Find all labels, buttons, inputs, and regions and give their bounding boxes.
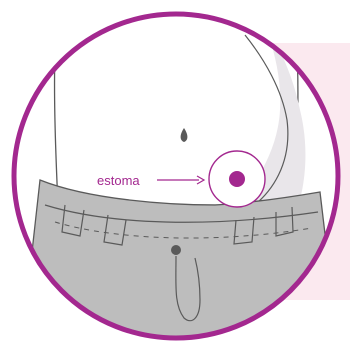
stoma-icon xyxy=(229,171,245,187)
pants-button xyxy=(171,245,181,255)
pants xyxy=(20,180,340,354)
stoma-label: estoma xyxy=(97,173,140,188)
